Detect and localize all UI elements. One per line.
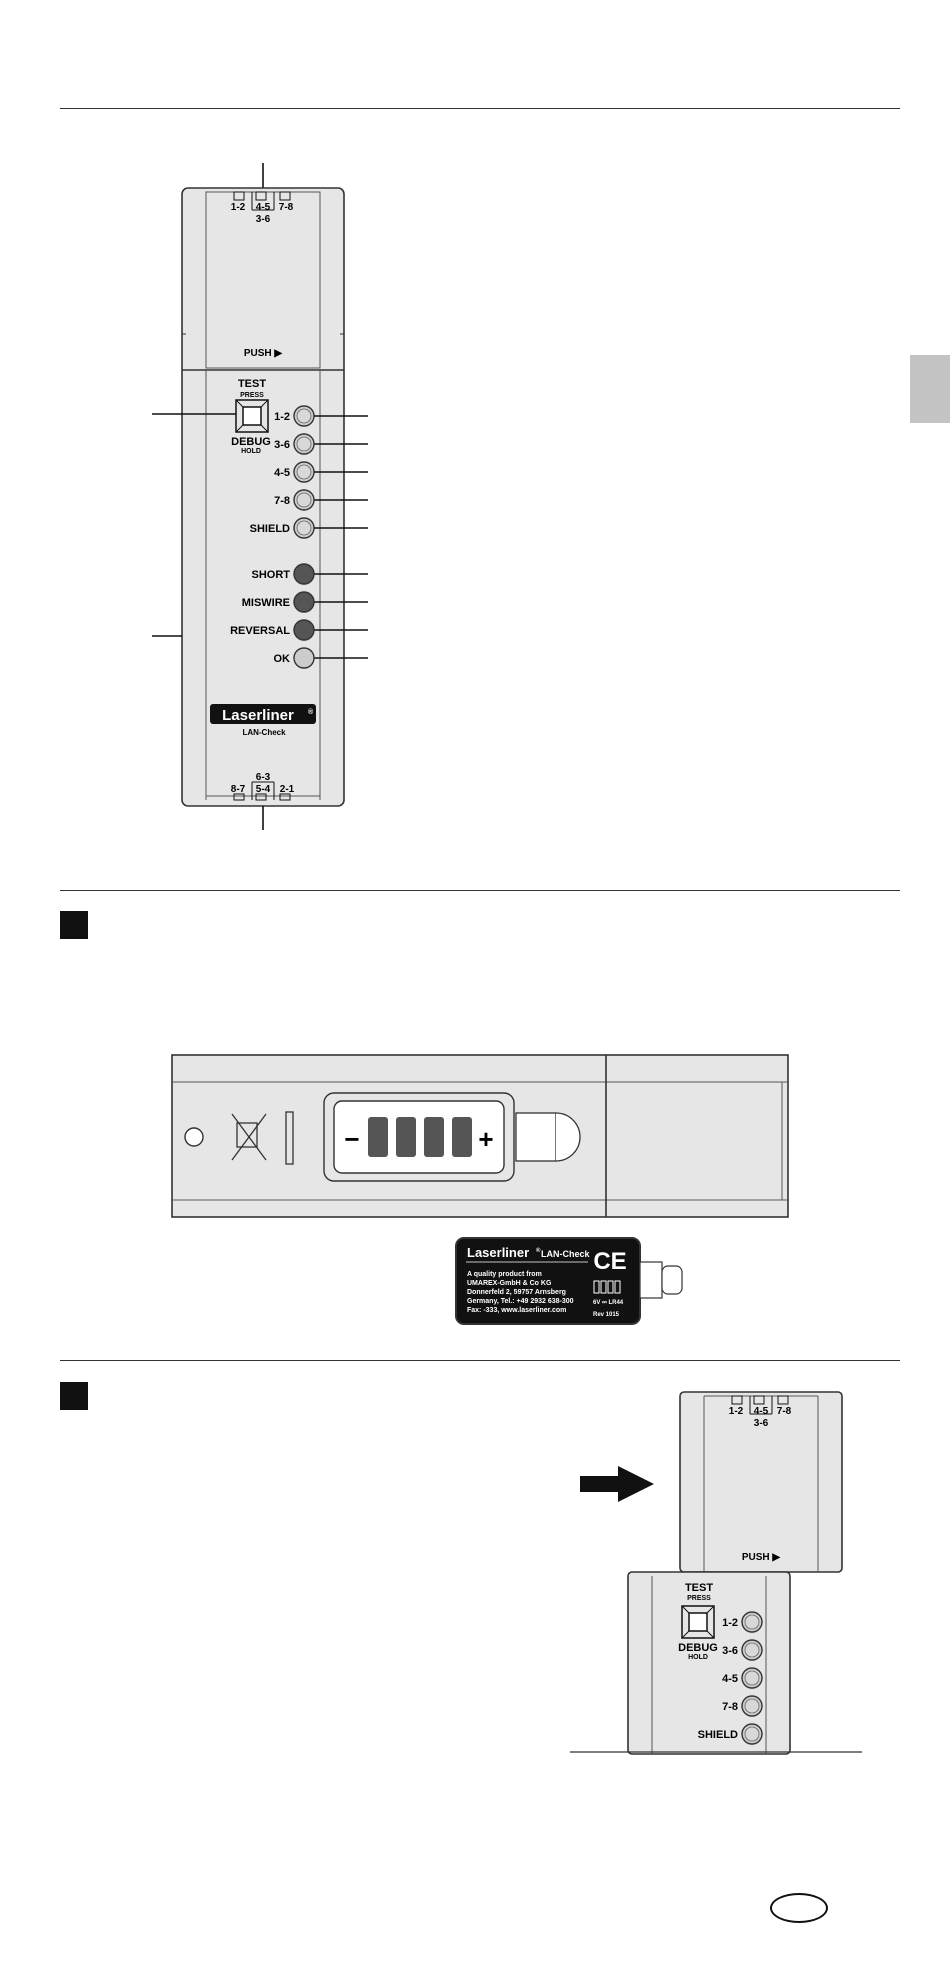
debug-label-2: DEBUG — [678, 1642, 718, 1654]
plate-rev: Rev 1015 — [593, 1312, 620, 1318]
plate-line: Fax: -333, www.laserliner.com — [467, 1307, 566, 1314]
status-label: SHORT — [252, 569, 291, 581]
plate-mark: ® — [536, 1247, 541, 1254]
press-label: PRESS — [240, 392, 264, 399]
led-label: 1-2 — [274, 411, 290, 423]
plate-battery-spec: 6V ⎓ LR44 — [593, 1300, 624, 1306]
push-label-2: PUSH ▶ — [742, 1552, 782, 1563]
status-label: MISWIRE — [242, 597, 290, 609]
plate-line: Germany, Tel.: +49 2932 638-300 — [467, 1298, 574, 1305]
status-led — [293, 591, 315, 613]
battery-minus: − — [344, 1124, 359, 1154]
screw-icon — [184, 1127, 204, 1147]
port-top-right-2: 7-8 — [777, 1406, 792, 1417]
model-name: LAN-Check — [242, 728, 286, 737]
led-label: 7-8 — [722, 1701, 738, 1713]
test-label: TEST — [238, 378, 266, 390]
status-label: REVERSAL — [230, 625, 290, 637]
battery-plus: + — [478, 1124, 493, 1154]
plate-ce: CE — [593, 1248, 626, 1275]
separation-figure: 1-2 4-5 7-8 3-6 PUSH ▶ TEST PRESS DEBUG … — [570, 1391, 862, 1755]
press-label-2: PRESS — [687, 1595, 711, 1602]
led-label: 7-8 — [274, 495, 290, 507]
led-label: 3-6 — [274, 439, 290, 451]
battery-figure: − + Laserliner ® LAN-Check CE A quality … — [171, 1054, 789, 1325]
push-label: PUSH ▶ — [244, 348, 284, 359]
section-rule-3 — [60, 1360, 900, 1361]
port-bottom-left: 8-7 — [231, 784, 246, 795]
brand-name: Laserliner — [222, 707, 294, 724]
page-tab — [910, 355, 950, 423]
plate-line: UMAREX-GmbH & Co KG — [467, 1280, 552, 1287]
status-led — [293, 563, 315, 585]
push-arrow-icon — [580, 1466, 654, 1502]
port-bottom-right: 2-1 — [280, 784, 295, 795]
led-label: 3-6 — [722, 1645, 738, 1657]
section-marker-2 — [60, 911, 88, 939]
led-label: 4-5 — [722, 1673, 738, 1685]
port-top-center: 4-5 — [256, 202, 271, 213]
led-label: SHIELD — [250, 523, 290, 535]
brand-logo-box — [210, 704, 316, 724]
status-led — [293, 619, 315, 641]
plate-line: Donnerfeld 2, 59757 Arnsberg — [467, 1289, 566, 1296]
led-label: SHIELD — [698, 1729, 738, 1741]
led-status: SHORT MISWIRE REVERSAL OK — [230, 563, 368, 669]
port-top-left-2: 1-2 — [729, 1406, 744, 1417]
plate-line: A quality product from — [467, 1271, 542, 1278]
port-bottom-center: 5-4 — [256, 784, 271, 795]
debug-label: DEBUG — [231, 436, 271, 448]
status-led — [293, 647, 315, 669]
crossed-bin-icon — [231, 1111, 294, 1165]
port-top-right: 7-8 — [279, 202, 294, 213]
language-oval — [770, 1893, 828, 1923]
port-bottom-above: 6-3 — [256, 772, 271, 783]
plate-brand: Laserliner — [467, 1245, 529, 1260]
port-top-below: 3-6 — [256, 214, 271, 225]
hold-label-2: HOLD — [688, 1654, 708, 1661]
section-rule-2 — [60, 890, 900, 891]
hold-label: HOLD — [241, 448, 261, 455]
port-top-left: 1-2 — [231, 202, 246, 213]
top-rule — [60, 108, 900, 109]
test-label-2: TEST — [685, 1582, 713, 1594]
led-label: 1-2 — [722, 1617, 738, 1629]
brand-mark: ® — [308, 708, 314, 716]
status-label: OK — [274, 653, 291, 665]
section-marker-3 — [60, 1382, 88, 1410]
led-label: 4-5 — [274, 467, 290, 479]
device-front-figure: 1-2 4-5 7-8 3-6 PUSH ▶ TEST PRESS DEBUG … — [152, 163, 368, 830]
plate-model: LAN-Check — [541, 1249, 591, 1259]
battery-cells-icon — [593, 1280, 621, 1294]
port-top-below-2: 3-6 — [754, 1418, 769, 1429]
port-top-center-2: 4-5 — [754, 1406, 769, 1417]
